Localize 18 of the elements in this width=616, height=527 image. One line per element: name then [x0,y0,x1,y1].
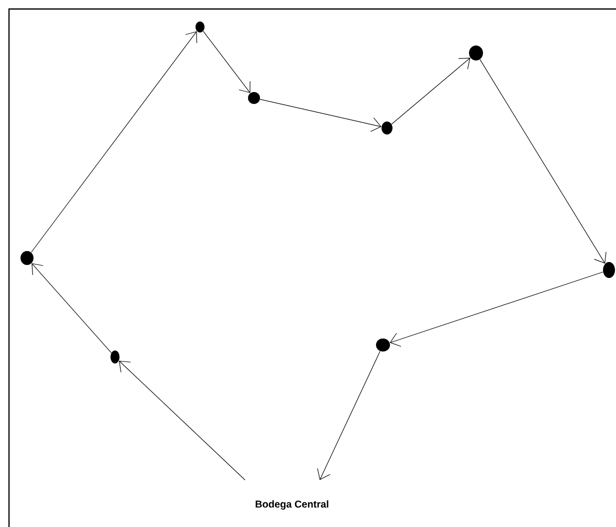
stop-dot [376,338,390,352]
arrow [30,31,198,253]
stop-dot [110,350,120,364]
location-label: Bodega Central [256,500,328,510]
arrow [260,99,382,132]
arrow [118,360,246,480]
stop-dot [603,262,615,278]
arrow [32,263,112,354]
stop-dot [469,46,483,60]
arrow [202,30,250,94]
arrow [390,272,604,347]
arrow [480,59,606,264]
stop-dot [248,92,260,104]
stop-dot [20,251,34,265]
arrow [391,58,470,124]
stop-dot [382,122,392,134]
arrow [317,350,380,480]
stop-dot [196,22,204,32]
